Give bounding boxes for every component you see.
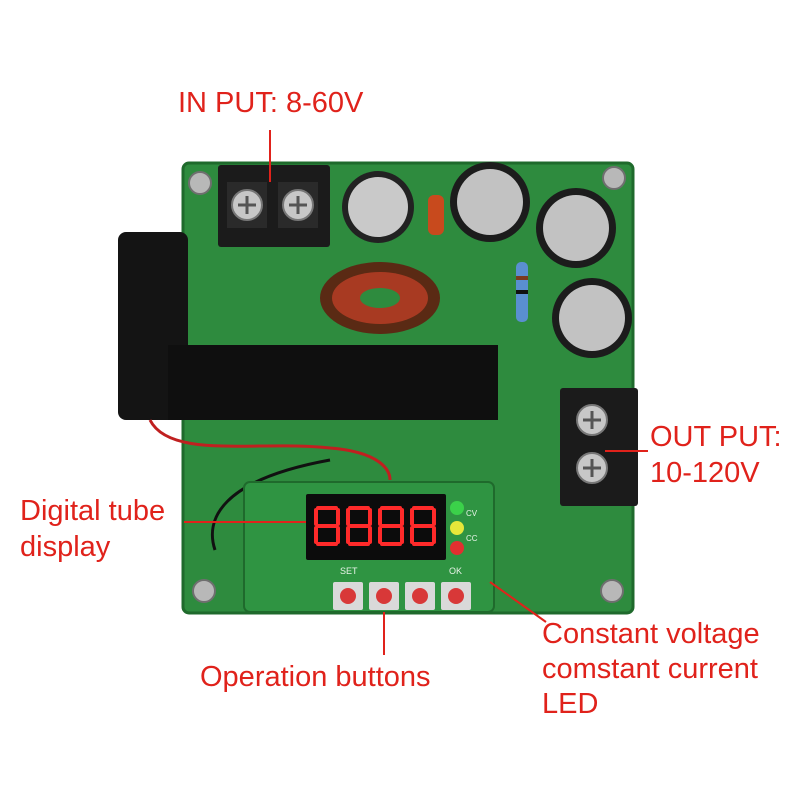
led-cc-label: CC <box>466 534 478 543</box>
operation-buttons-label: Operation buttons <box>200 661 431 693</box>
input-voltage-label: IN PUT: 8-60V <box>178 87 364 119</box>
mounting-screws <box>188 166 626 603</box>
operation-buttons <box>333 582 471 610</box>
led-cc-red <box>450 541 464 555</box>
annotation-pointers <box>184 130 648 655</box>
large-capacitors <box>450 162 632 358</box>
digital-tube-label-line1: Digital tube <box>20 495 166 527</box>
control-board: CV CC SET OK <box>243 481 495 613</box>
output-voltage-label-line2: 10-120V <box>650 457 760 489</box>
button-ok-label: OK <box>449 566 462 576</box>
led-cv-green <box>450 501 464 515</box>
led-cv-label: CV <box>466 509 478 518</box>
led-cv-yellow <box>450 521 464 535</box>
led-label-line2: comstant current <box>542 653 758 685</box>
digital-tube-label-line2: display <box>20 531 111 563</box>
small-electrolytic-capacitor <box>342 171 414 243</box>
led-label-line1: Constant voltage <box>542 618 760 650</box>
inductor-coil <box>320 262 440 334</box>
output-voltage-label-line1: OUT PUT: <box>650 421 782 453</box>
small-capacitor <box>428 195 444 235</box>
heatsink <box>168 345 498 420</box>
button-set-label: SET <box>340 566 358 576</box>
led-label-line3: LED <box>542 688 599 720</box>
fan-wires <box>148 419 392 481</box>
input-terminal-block <box>218 165 330 247</box>
seven-segment-digits <box>314 506 436 546</box>
output-terminal-block <box>560 388 638 506</box>
resistor <box>516 262 528 322</box>
